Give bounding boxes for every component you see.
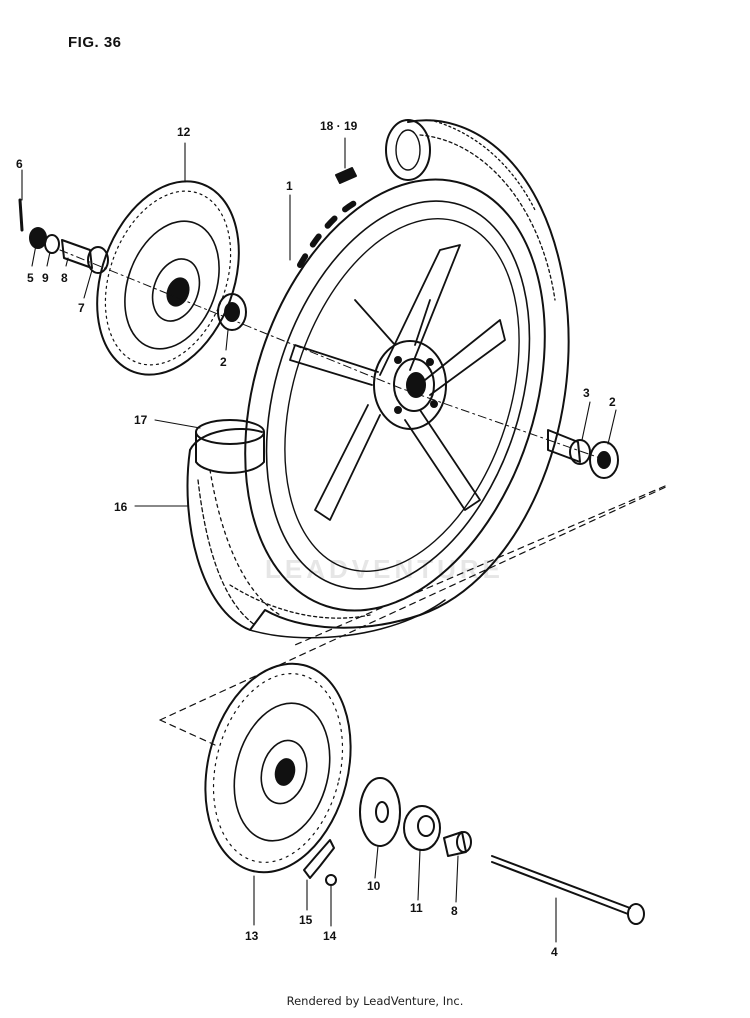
callout-17: 17 (134, 413, 148, 427)
figure-title: FIG. 36 (68, 34, 122, 51)
axle-centerline (59, 249, 601, 459)
callout-13: 13 (245, 929, 259, 943)
callout-4: 4 (551, 945, 558, 959)
callout-8-top: 8 (61, 271, 68, 285)
callout-2-right: 2 (609, 395, 616, 409)
callout-15: 15 (299, 913, 313, 927)
callout-12: 12 (177, 125, 191, 139)
callout-9: 9 (42, 271, 49, 285)
callout-7: 7 (78, 301, 85, 315)
lower-assembly-plane (159, 485, 669, 746)
callout-3: 3 (583, 386, 590, 400)
callout-1: 1 (286, 179, 293, 193)
leader-lines (21, 137, 617, 943)
right-axle-parts (547, 429, 619, 479)
axle (491, 855, 645, 925)
callout-14: 14 (323, 929, 337, 943)
footer-credit: Rendered by LeadVenture, Inc. (286, 994, 464, 1008)
lower-brake-disc (204, 662, 352, 874)
callout-5: 5 (27, 271, 34, 285)
callout-8-bottom: 8 (451, 904, 458, 918)
callout-10: 10 (367, 879, 381, 893)
callout-2-left: 2 (220, 355, 227, 369)
upper-assembly-plane (294, 485, 666, 646)
upper-brake-disc (96, 180, 240, 376)
gear-box-parts (359, 777, 472, 857)
tire (186, 119, 570, 639)
inner-tube-band (195, 419, 265, 474)
lock-washer-bolt (303, 839, 337, 886)
callout-11: 11 (410, 901, 423, 915)
rim (244, 178, 546, 612)
callout-6: 6 (16, 157, 23, 171)
callout-18-19: 18 · 19 (320, 119, 358, 133)
tube-valve (335, 119, 431, 184)
left-axle-parts (18, 198, 247, 331)
wheel-hub (373, 340, 447, 430)
callout-16: 16 (114, 500, 128, 514)
wheel-spokes (289, 244, 506, 521)
